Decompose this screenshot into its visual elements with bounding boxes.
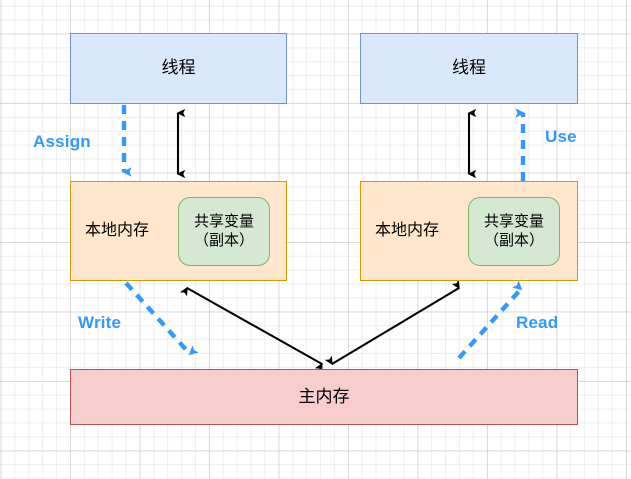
main-memory-label: 主内存 — [298, 386, 350, 406]
read-edge — [457, 280, 523, 360]
assign-label: Assign — [33, 132, 91, 151]
read-label: Read — [516, 313, 559, 332]
thread-right-label: 线程 — [452, 58, 486, 78]
shared-variable-right-line1: 共享变量 — [483, 212, 544, 230]
local-memory-right-label: 本地内存 — [375, 222, 440, 240]
local-memory-left-label: 本地内存 — [85, 222, 150, 240]
thread-left-label: 线程 — [161, 58, 196, 78]
shared-variable-right-box[interactable]: 共享变量 （副本） — [468, 197, 560, 266]
use-label: Use — [545, 127, 577, 146]
write-label: Write — [78, 313, 122, 332]
main-memory-left-local-memory-edge — [179, 286, 323, 373]
thread-left-box[interactable]: 线程 — [70, 33, 287, 104]
shared-variable-left-line2: （副本） — [193, 231, 254, 249]
write-edge — [124, 281, 199, 356]
shared-variable-right-line2: （副本） — [483, 231, 544, 249]
shared-variable-left-line1: 共享变量 — [193, 212, 254, 230]
main-memory-right-local-memory-edge — [324, 279, 460, 366]
thread-right-box[interactable]: 线程 — [360, 33, 578, 104]
main-memory-box[interactable]: 主内存 — [70, 369, 578, 425]
shared-variable-left-box[interactable]: 共享变量 （副本） — [178, 197, 270, 266]
